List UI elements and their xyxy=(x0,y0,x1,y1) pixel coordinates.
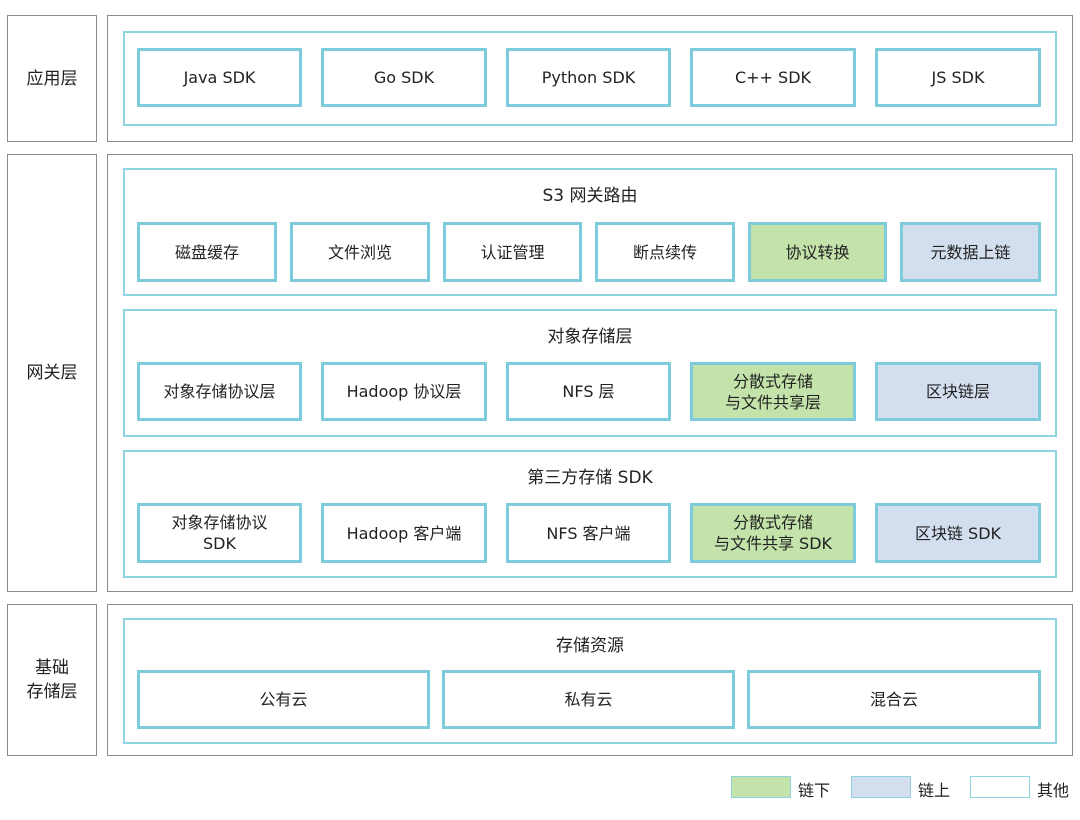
file-browse-box: 文件浏览 xyxy=(290,222,430,282)
auth-management-box: 认证管理 xyxy=(443,222,582,282)
storage-resources-group xyxy=(123,618,1057,744)
legend-offchain-swatch xyxy=(731,776,791,798)
disk-cache-box: 磁盘缓存 xyxy=(137,222,277,282)
go-sdk-box: Go SDK xyxy=(321,48,487,107)
metadata-onchain-box: 元数据上链 xyxy=(900,222,1041,282)
s3-gateway-title: S3 网关路由 xyxy=(542,186,638,206)
nfs-client-box: NFS 客户端 xyxy=(506,503,671,563)
legend-onchain-label: 链上 xyxy=(918,781,951,800)
java-sdk-box: Java SDK xyxy=(137,48,302,107)
object-storage-title: 对象存储层 xyxy=(547,327,633,347)
python-sdk-box: Python SDK xyxy=(506,48,671,107)
object-storage-group xyxy=(123,309,1057,437)
hadoop-protocol-layer-box: Hadoop 协议层 xyxy=(321,362,487,421)
third-party-sdk-title: 第三方存储 SDK xyxy=(527,468,653,488)
gateway-layer-label: 网关层 xyxy=(7,154,97,592)
protocol-conversion-box: 协议转换 xyxy=(748,222,887,282)
object-storage-protocol-layer-box: 对象存储协议层 xyxy=(137,362,302,421)
app-layer-panel xyxy=(107,15,1073,142)
storage-resources-title: 存储资源 xyxy=(556,636,624,656)
hybrid-cloud-box: 混合云 xyxy=(747,670,1041,729)
app-layer-label: 应用层 xyxy=(7,15,97,142)
object-storage-protocol-sdk-box: 对象存储协议 SDK xyxy=(137,503,302,563)
gateway-layer-panel xyxy=(107,154,1073,592)
distributed-storage-sdk-box: 分散式存储 与文件共享 SDK xyxy=(690,503,856,563)
base-storage-layer-label: 基础 存储层 xyxy=(7,604,97,756)
legend-other-label: 其他 xyxy=(1037,781,1070,800)
js-sdk-box: JS SDK xyxy=(875,48,1041,107)
s3-gateway-group xyxy=(123,168,1057,296)
legend-onchain-swatch xyxy=(851,776,911,798)
cpp-sdk-box: C++ SDK xyxy=(690,48,856,107)
app-sdk-group xyxy=(123,31,1057,126)
legend-offchain-label: 链下 xyxy=(798,781,831,800)
hadoop-client-box: Hadoop 客户端 xyxy=(321,503,487,563)
private-cloud-box: 私有云 xyxy=(442,670,735,729)
base-storage-layer-panel xyxy=(107,604,1073,756)
public-cloud-box: 公有云 xyxy=(137,670,430,729)
nfs-layer-box: NFS 层 xyxy=(506,362,671,421)
distributed-storage-layer-box: 分散式存储 与文件共享层 xyxy=(690,362,856,421)
blockchain-sdk-box: 区块链 SDK xyxy=(875,503,1041,563)
legend-other-swatch xyxy=(970,776,1030,798)
blockchain-layer-box: 区块链层 xyxy=(875,362,1041,421)
resume-transfer-box: 断点续传 xyxy=(595,222,735,282)
third-party-sdk-group xyxy=(123,450,1057,578)
